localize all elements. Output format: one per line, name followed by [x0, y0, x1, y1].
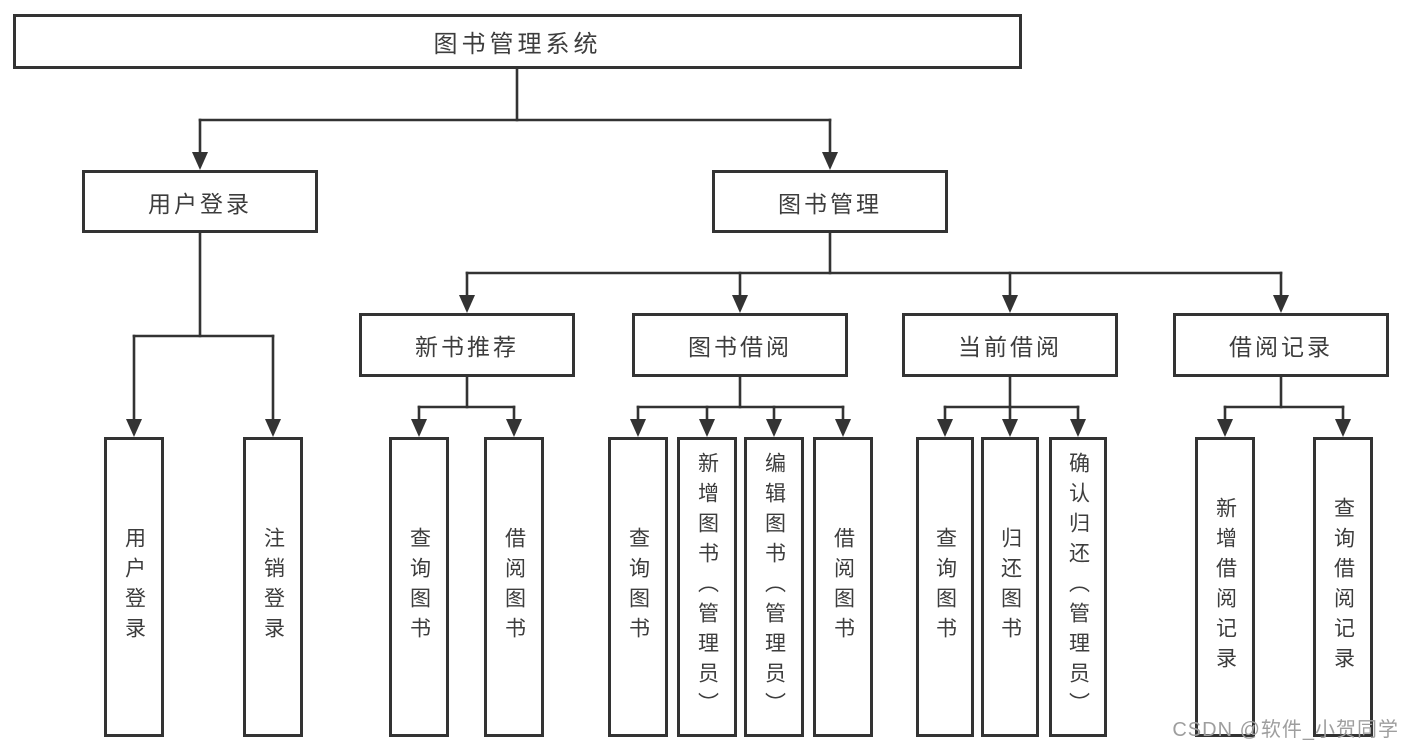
leaf-return-books: 归还图书	[981, 437, 1039, 737]
node-current-borrow: 当前借阅	[902, 313, 1118, 377]
leaf-add-borrow-record: 新增借阅记录	[1195, 437, 1255, 737]
csdn-watermark: CSDN @软件_小贺同学	[1172, 719, 1399, 741]
node-book-management: 图书管理	[712, 170, 948, 233]
node-new-book-recommend: 新书推荐	[359, 313, 575, 377]
leaf-query-books-recommend: 查询图书	[389, 437, 449, 737]
leaf-add-books-admin: 新增图书（管理员）	[677, 437, 737, 737]
node-book-borrow: 图书借阅	[632, 313, 848, 377]
leaf-borrow-books: 借阅图书	[813, 437, 873, 737]
leaf-user-login: 用户登录	[104, 437, 164, 737]
leaf-query-borrow-record: 查询借阅记录	[1313, 437, 1373, 737]
leaf-edit-books-admin: 编辑图书（管理员）	[744, 437, 804, 737]
leaf-query-books-borrow: 查询图书	[608, 437, 668, 737]
leaf-borrow-books-recommend: 借阅图书	[484, 437, 544, 737]
leaf-logout: 注销登录	[243, 437, 303, 737]
node-borrow-record: 借阅记录	[1173, 313, 1389, 377]
node-user-login: 用户登录	[82, 170, 318, 233]
node-system-root: 图书管理系统	[13, 14, 1022, 69]
leaf-query-books-current: 查询图书	[916, 437, 974, 737]
leaf-confirm-return-admin: 确认归还（管理员）	[1049, 437, 1107, 737]
